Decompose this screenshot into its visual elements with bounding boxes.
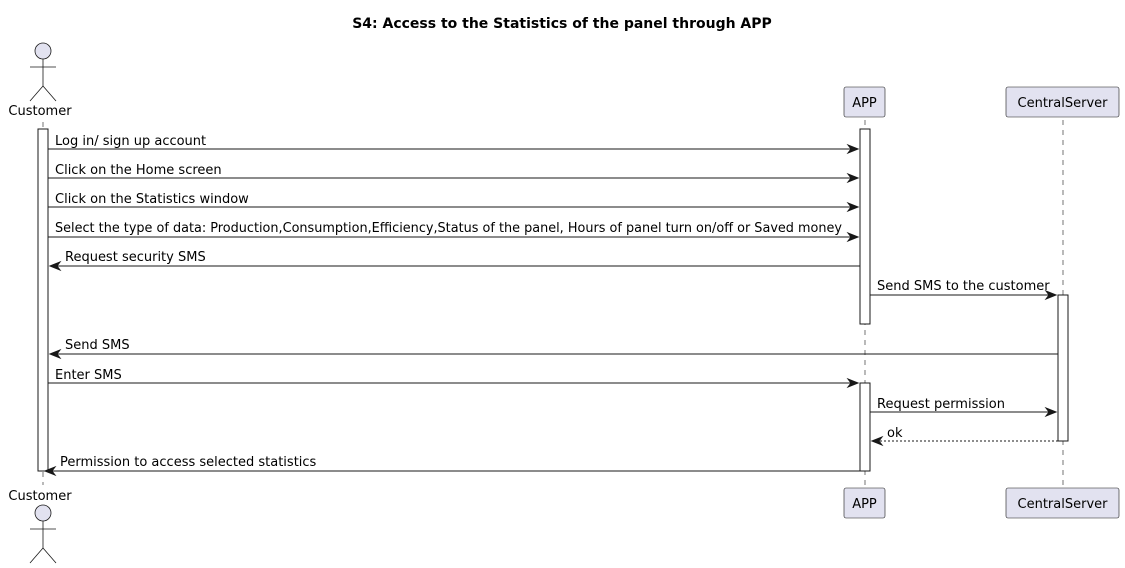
arrow-left-icon <box>48 260 62 272</box>
svg-text:ok: ok <box>887 426 903 441</box>
app-label-top: APP <box>852 96 877 111</box>
server-participant-bottom <box>1005 487 1120 519</box>
message: Click on the Statistics window <box>48 192 860 213</box>
arrow-left-icon <box>870 435 884 447</box>
message: Send SMS <box>48 338 1058 360</box>
svg-text:Request security SMS: Request security SMS <box>65 250 206 265</box>
message: Click on the Home screen <box>48 163 860 184</box>
customer-activation-bar <box>37 128 49 472</box>
actor-head-icon <box>34 42 52 60</box>
message: Request permission <box>870 397 1058 418</box>
svg-text:Send SMS: Send SMS <box>65 338 130 353</box>
customer-actor-bottom <box>29 504 57 564</box>
svg-text:Request permission: Request permission <box>877 397 1005 412</box>
arrow-right-icon <box>846 231 860 243</box>
message: Send SMS to the customer <box>870 279 1058 301</box>
arrow-right-icon <box>846 377 860 389</box>
arrow-right-icon <box>846 172 860 184</box>
arrow-left-icon <box>48 348 62 360</box>
app-activation-bar-1 <box>859 128 871 325</box>
svg-text:Click on the Statistics window: Click on the Statistics window <box>55 192 249 207</box>
customer-actor-top <box>29 42 57 102</box>
arrow-right-icon <box>846 201 860 213</box>
svg-text:Log in/ sign up account: Log in/ sign up account <box>55 134 206 149</box>
message: Enter SMS <box>48 368 860 389</box>
app-participant-top <box>843 86 886 118</box>
svg-text:Select the type of data: Produ: Select the type of data: Production,Cons… <box>55 221 842 236</box>
customer-label-bottom: Customer <box>8 489 72 504</box>
svg-text:Click on the Home screen: Click on the Home screen <box>55 163 222 178</box>
svg-text:Permission to access selected: Permission to access selected statistics <box>60 455 317 470</box>
app-activation-bar-2 <box>859 382 871 472</box>
diagram-title: S4: Access to the Statistics of the pane… <box>352 16 772 32</box>
arrow-left-icon <box>43 465 57 477</box>
arrow-right-icon <box>846 143 860 155</box>
message: Request security SMS <box>48 250 860 272</box>
server-label-bottom: CentralServer <box>1018 497 1109 512</box>
message: Permission to access selected statistics <box>43 455 860 477</box>
customer-label-top: Customer <box>8 104 72 119</box>
message: ok <box>870 426 1058 447</box>
server-participant-top <box>1005 86 1120 118</box>
svg-text:Enter SMS: Enter SMS <box>55 368 122 383</box>
svg-text:Send SMS to the customer: Send SMS to the customer <box>877 279 1050 294</box>
server-label-top: CentralServer <box>1018 96 1109 111</box>
message: Select the type of data: Production,Cons… <box>48 221 860 243</box>
actor-head-icon <box>34 504 52 522</box>
arrow-right-icon <box>1044 406 1058 418</box>
app-participant-bottom <box>843 487 886 519</box>
message: Log in/ sign up account <box>48 134 860 155</box>
server-activation-bar <box>1057 294 1069 442</box>
app-label-bottom: APP <box>852 497 877 512</box>
arrow-right-icon <box>1044 289 1058 301</box>
